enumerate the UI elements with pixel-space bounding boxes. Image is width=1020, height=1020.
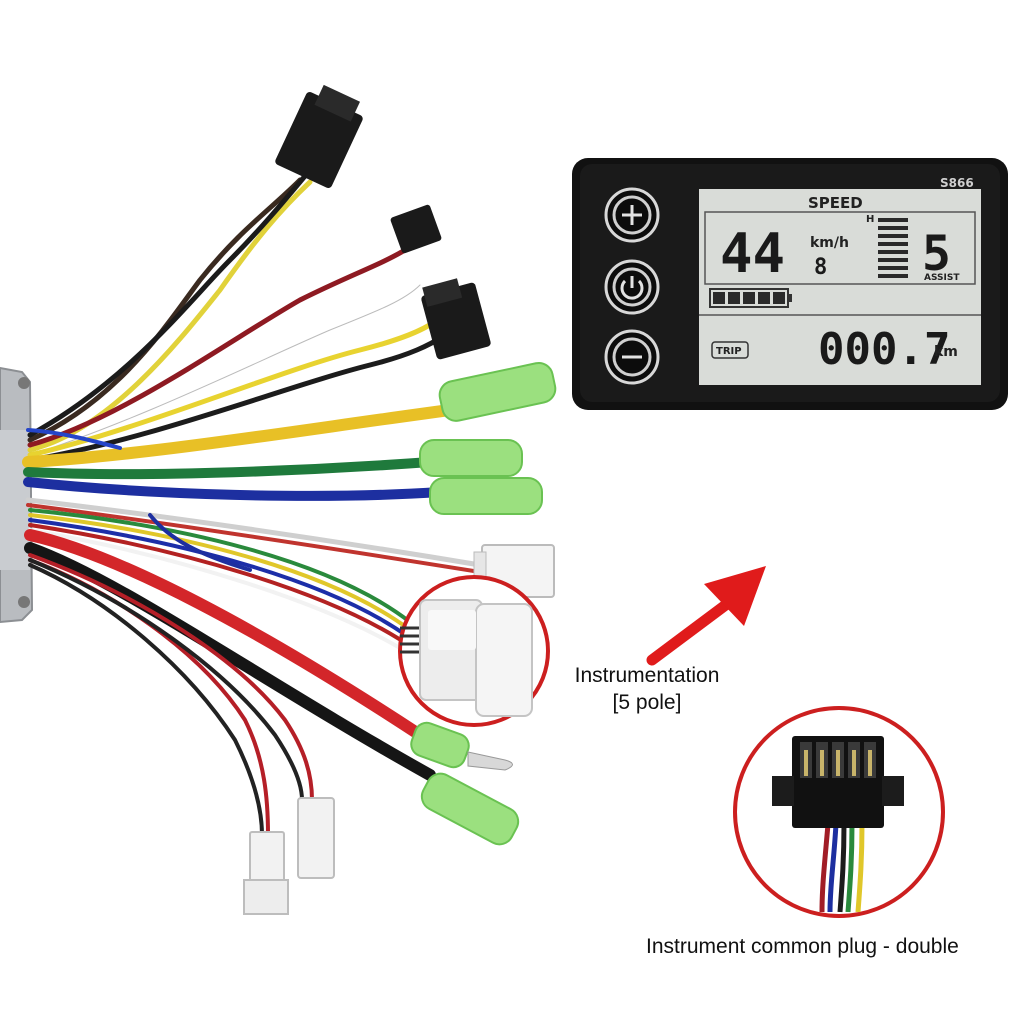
- instrumentation-caption-line2: [5 pole]: [612, 691, 682, 714]
- common-plug-caption: Instrument common plug - double: [646, 935, 959, 958]
- trip-unit: km: [934, 344, 958, 360]
- 2pin-connector: [390, 204, 442, 254]
- assist-level: 5: [922, 226, 951, 282]
- assist-label: ASSIST: [924, 273, 960, 283]
- controller-housing: [0, 366, 34, 624]
- speed-unit: km/h: [810, 235, 849, 251]
- lcd-screen: [699, 189, 981, 385]
- battery-icon: [709, 288, 792, 308]
- plus-button[interactable]: [604, 187, 660, 243]
- battery-segment: [728, 292, 740, 304]
- common-plug-callout: [733, 706, 945, 918]
- display-model: S866: [940, 176, 974, 190]
- trip-label: TRIP: [716, 346, 742, 357]
- brake-connector: [421, 278, 491, 360]
- minus-button[interactable]: [604, 329, 660, 385]
- battery-segment: [713, 292, 725, 304]
- power-button[interactable]: [604, 259, 660, 315]
- lcd-display-unit: S866 SPEED 44 km/h 8 H: [572, 158, 1008, 410]
- red-arrow: [646, 566, 766, 666]
- wire-harness: [22, 173, 483, 837]
- battery-segment: [773, 292, 785, 304]
- instrumentation-callout: [398, 575, 550, 727]
- battery-segment: [743, 292, 755, 304]
- high-marker: H: [866, 214, 874, 225]
- white-small-connectors: [243, 797, 335, 915]
- power-bar-graph: [878, 218, 908, 278]
- instrumentation-caption: Instrumentation [5 pole]: [562, 662, 732, 716]
- trip-label-box: TRIP: [711, 341, 749, 359]
- trip-value: 000.7: [818, 324, 950, 375]
- speed-label: SPEED: [808, 194, 863, 212]
- sub-digit: 8: [814, 255, 827, 280]
- instrumentation-caption-line1: Instrumentation: [574, 664, 720, 687]
- speed-value: 44: [720, 222, 785, 285]
- top-3pin-connector: [275, 84, 363, 189]
- green-bullet-connectors: [410, 361, 557, 846]
- battery-segment: [758, 292, 770, 304]
